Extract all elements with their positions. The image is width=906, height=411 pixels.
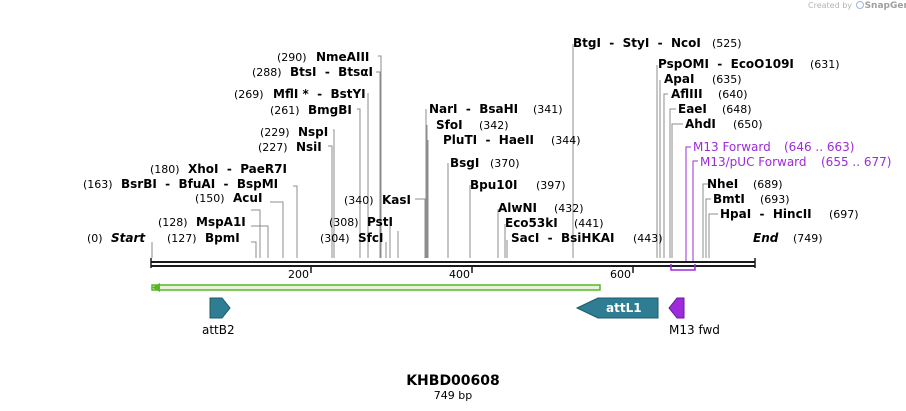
site-position: (525): [712, 37, 742, 50]
site-position: (693): [760, 193, 790, 206]
site-name: SfoI: [436, 118, 463, 132]
site-position: (227): [258, 141, 288, 154]
site-name: BtsI - BtsαI: [290, 65, 373, 79]
feature-label-m13-fwd: M13 fwd: [669, 323, 720, 337]
site-position: (180): [150, 163, 180, 176]
site-position: (290): [277, 51, 307, 64]
site-name: PluTI - HaeII: [443, 133, 534, 147]
site-name: ApaI: [664, 72, 694, 86]
site-name: AlwNI: [498, 201, 537, 215]
site-name: NheI: [707, 177, 738, 191]
site-position: (288): [252, 66, 282, 79]
site-position: (432): [554, 202, 584, 215]
sequence-backbone: [150, 258, 756, 268]
start-position: (0): [87, 232, 103, 245]
attB2-feature-arrow: [209, 297, 231, 319]
cut-site-labels-left: (128) MspA1I (127) BpmI (150) AcuI (163)…: [83, 50, 411, 245]
primer-binding-bracket: [670, 264, 696, 271]
site-name: MspA1I: [196, 215, 246, 229]
primer-labels: M13 Forward (646 .. 663) M13/pUC Forward…: [693, 140, 891, 169]
m13-fwd-primer-arrow: [668, 297, 685, 319]
site-position: (650): [733, 118, 763, 131]
cut-site-labels-middle: NarI - BsaHI (341) SfoI (342) PluTI - Ha…: [429, 36, 742, 245]
site-name: Eco53kI: [505, 216, 558, 230]
cut-site-labels-right: PspOMI - EcoO109I (631) ApaI (635) AflII…: [658, 57, 859, 221]
site-name: BsrBI - BfuAI - BspMI: [121, 177, 278, 191]
long-reverse-arrow: [151, 283, 601, 292]
axis-tick-label: 600: [610, 268, 631, 281]
feature-label-attL1: attL1: [606, 301, 642, 315]
site-name: Bpu10I: [470, 178, 517, 192]
site-position: (697): [829, 208, 859, 221]
site-position: (304): [320, 232, 350, 245]
site-position: (689): [753, 178, 783, 191]
site-name: NspI: [298, 125, 328, 139]
axis-tick-label: 400: [449, 268, 470, 281]
site-position: (443): [633, 232, 663, 245]
site-position: (128): [158, 216, 188, 229]
start-label: Start: [111, 231, 146, 245]
cut-site-leaders-left: [151, 55, 426, 258]
site-name: EaeI: [678, 102, 707, 116]
site-name: BtgI - StyI - NcoI: [573, 36, 701, 50]
site-name: KasI: [382, 193, 411, 207]
axis-ticks: [310, 267, 634, 273]
primer-name: M13/pUC Forward: [700, 155, 807, 169]
site-name: NmeAIII: [316, 50, 369, 64]
site-position: (342): [479, 119, 509, 132]
site-position: (340): [344, 194, 374, 207]
site-name: HpaI - HincII: [720, 207, 812, 221]
site-position: (163): [83, 178, 113, 191]
end-position: (749): [793, 232, 823, 245]
site-position: (127): [167, 232, 197, 245]
sequence-length: 749 bp: [434, 389, 472, 402]
site-name: BmtI: [713, 192, 745, 206]
site-position: (631): [810, 58, 840, 71]
site-position: (344): [551, 134, 581, 147]
site-name: MflI * - BstYI: [273, 87, 366, 101]
primer-range: (655 .. 677): [821, 155, 891, 169]
site-position: (648): [722, 103, 752, 116]
site-position: (441): [574, 217, 604, 230]
primer-range: (646 .. 663): [784, 140, 854, 154]
cut-site-leaders-right: [656, 65, 718, 258]
site-position: (269): [234, 88, 264, 101]
site-name: SfcI: [358, 231, 383, 245]
site-name: BmgBI: [308, 103, 352, 117]
site-position: (635): [712, 73, 742, 86]
site-position: (397): [536, 179, 566, 192]
attL1-feature-arrow: [575, 297, 659, 319]
site-name: BpmI: [205, 231, 240, 245]
snapgene-credit: Created by SnapGene: [808, 1, 906, 11]
site-position: (370): [490, 157, 520, 170]
site-position: (341): [533, 103, 563, 116]
feature-label-attB2: attB2: [202, 323, 235, 337]
primer-name: M13 Forward: [693, 140, 771, 154]
site-name: NsiI: [296, 140, 322, 154]
site-name: AflIII: [671, 87, 703, 101]
site-name: AcuI: [233, 191, 262, 205]
site-name: XhoI - PaeR7I: [188, 162, 287, 176]
primer-leaders: [685, 146, 698, 262]
site-name: PspOMI - EcoO109I: [658, 57, 794, 71]
site-name: NarI - BsaHI: [429, 102, 518, 116]
sequence-name: KHBD00608: [406, 373, 500, 389]
cut-site-leaders-middle: [425, 44, 574, 258]
site-name: AhdI: [685, 117, 716, 131]
site-name: SacI - BsiHKAI: [511, 231, 615, 245]
site-name: BsgI: [450, 156, 479, 170]
end-label: End: [753, 231, 779, 245]
axis-tick-label: 200: [288, 268, 309, 281]
site-position: (261): [270, 104, 300, 117]
site-name: PstI: [367, 215, 393, 229]
site-position: (150): [195, 192, 225, 205]
site-position: (640): [718, 88, 748, 101]
site-position: (229): [260, 126, 290, 139]
snapgene-logo-icon: [855, 1, 864, 9]
site-position: (308): [329, 216, 359, 229]
